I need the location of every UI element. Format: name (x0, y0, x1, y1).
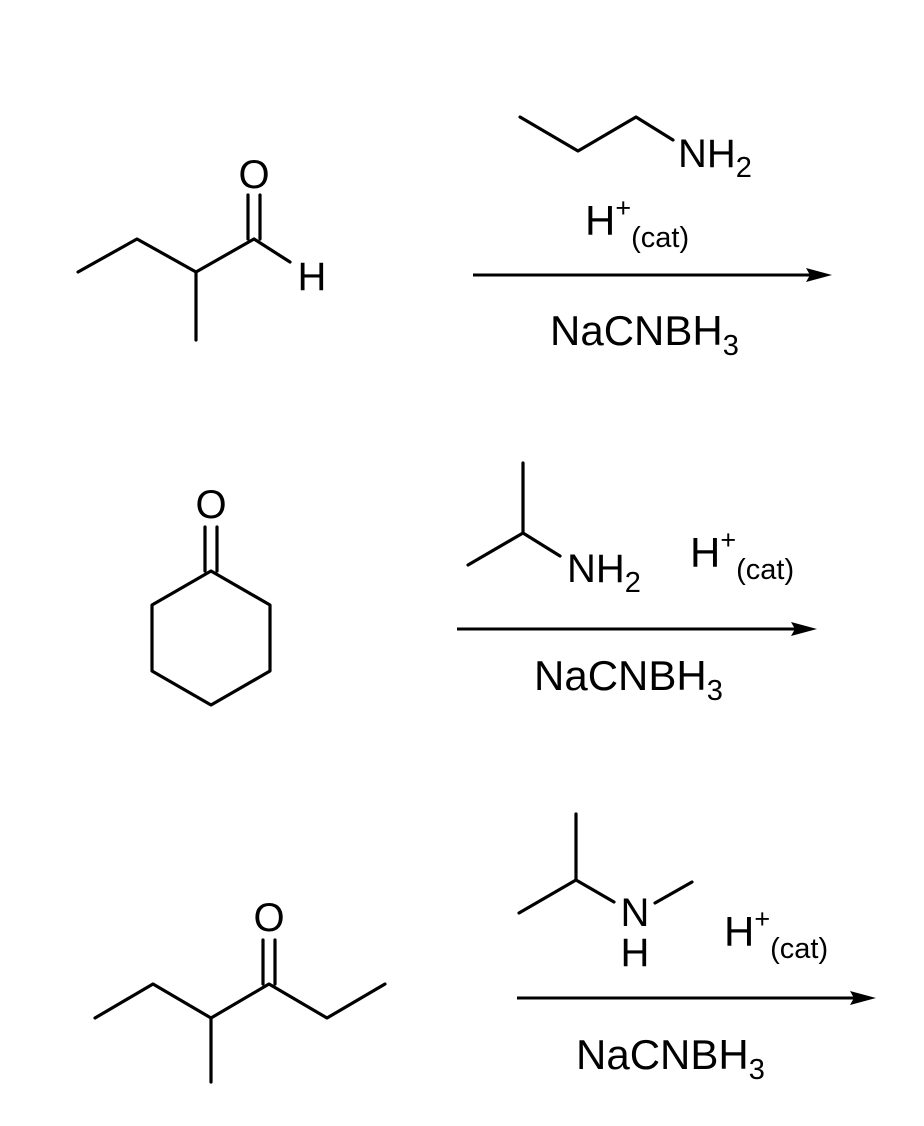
nitrogen-atom: N (678, 132, 707, 176)
hydrogen-atom: H (707, 132, 736, 176)
amine-group: NH2 (567, 547, 641, 599)
skeleton-bonds (93, 982, 387, 1084)
arrow-head-icon (791, 622, 817, 636)
reducing-agent: NaCNBH3 (576, 1031, 765, 1086)
reaction-3: O N H H+(cat) NaCNBH3 (93, 812, 876, 1086)
hydrogen-atom: H (298, 255, 327, 299)
cat-label: (cat) (631, 222, 689, 254)
charge-plus: + (615, 193, 631, 223)
charge-plus: + (754, 904, 770, 934)
proton-symbol: H (724, 908, 754, 955)
nitrogen-atom: N (567, 547, 596, 591)
reagent-formula: NaCNBH (576, 1031, 749, 1078)
skeleton-bonds (518, 115, 675, 153)
reagent-isopropylamine: NH2 (466, 461, 641, 599)
proton-symbol: H (690, 529, 720, 576)
acid-catalyst: H+(cat) (724, 904, 828, 965)
substrate-cyclohexanone: O (150, 483, 272, 707)
oxygen-atom: O (195, 483, 226, 527)
nitrogen-atom: N (621, 891, 650, 935)
arrow-head-icon (806, 268, 832, 282)
reaction-1: O H NH2 H+(cat) NaCNBH3 (76, 115, 832, 362)
substrate-2-methylbutanal: O H (76, 153, 327, 342)
subscript-count: 3 (723, 330, 739, 362)
reagent-n-methylisopropylamine: N H (517, 812, 694, 975)
subscript-count: 3 (707, 675, 723, 707)
carbonyl-double-bond (261, 938, 277, 986)
charge-plus: + (720, 525, 736, 555)
reaction-arrow (457, 622, 817, 636)
cat-label: (cat) (770, 933, 828, 965)
ring-bonds (150, 569, 272, 707)
reaction-arrow (517, 991, 876, 1005)
skeleton-bonds (76, 237, 256, 342)
reaction-arrow (473, 268, 832, 282)
arrow-head-icon (850, 991, 876, 1005)
hydrogen-atom: H (621, 931, 650, 975)
acid-catalyst: H+(cat) (585, 193, 689, 254)
reducing-agent: NaCNBH3 (550, 307, 739, 362)
subscript-count: 2 (625, 567, 641, 599)
amine-group: NH2 (678, 132, 752, 184)
hydrogen-atom: H (596, 547, 625, 591)
skeleton-bonds (466, 461, 562, 567)
reducing-agent: NaCNBH3 (534, 652, 723, 707)
carbonyl-double-bond (246, 193, 262, 241)
subscript-count: 3 (749, 1054, 765, 1086)
proton-symbol: H (585, 197, 615, 244)
subscript-count: 2 (736, 152, 752, 184)
skeleton-bonds (517, 812, 694, 915)
oxygen-atom: O (238, 153, 269, 197)
reagent-formula: NaCNBH (550, 307, 723, 354)
reagent-formula: NaCNBH (534, 652, 707, 699)
cat-label: (cat) (736, 554, 794, 586)
oxygen-atom: O (253, 896, 284, 940)
substrate-4-methylhexan-3-one: O (93, 896, 387, 1084)
acid-catalyst: H+(cat) (690, 525, 794, 586)
reagent-propylamine: NH2 (518, 115, 752, 184)
aldehyde-ch-bond (252, 237, 292, 264)
carbonyl-double-bond (203, 525, 219, 573)
reaction-2: O NH2 H+(cat) NaCNBH3 (150, 461, 817, 707)
